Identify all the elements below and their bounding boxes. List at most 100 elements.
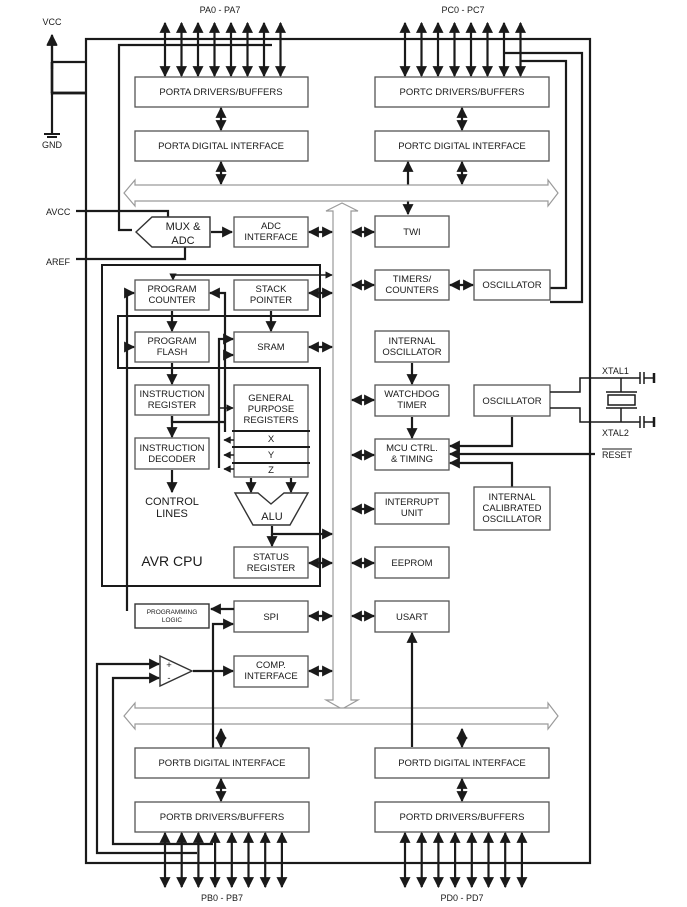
xtal-oscillator-block — [473, 384, 551, 417]
comparator-icon — [159, 654, 194, 688]
eeprom-label: EEPROM — [391, 558, 432, 569]
programming-logic-label-1: PROGRAMMING — [147, 609, 198, 616]
status-register-label-2: REGISTER — [247, 563, 296, 574]
gpr-label-3: REGISTERS — [244, 415, 299, 426]
comp-interface-label-2: INTERFACE — [244, 671, 297, 682]
gnd-label: GND — [42, 140, 63, 150]
ico-label-1: INTERNAL — [489, 492, 536, 503]
xtal-oscillator-label: OSCILLATOR — [482, 396, 541, 407]
bus-to-pc-wire — [169, 273, 320, 281]
xtal1-capacitor-icon — [639, 372, 656, 384]
internal-calibrated-oscillator-block — [473, 486, 551, 531]
interrupt-unit-block — [374, 492, 450, 525]
portc-drivers-label: PORTC DRIVERS/BUFFERS — [400, 87, 525, 98]
timers-counters-label-2: COUNTERS — [385, 285, 438, 296]
prog-logic-to-pc-wire — [124, 287, 136, 611]
mux-adc-label-1: MUX & — [166, 221, 202, 233]
crystal-icon — [550, 377, 640, 423]
watchdog-timer-label-1: WATCHDOG — [384, 389, 439, 400]
timers-counters-label-1: TIMERS/ — [393, 274, 432, 285]
mux-adc-block — [134, 216, 211, 248]
portb-drivers-block — [134, 801, 310, 833]
portc-digital-label: PORTC DIGITAL INTERFACE — [398, 141, 526, 152]
portb-drivers-label: PORTB DRIVERS/BUFFERS — [160, 812, 284, 823]
ico-label-2: CALIBRATED — [483, 503, 542, 514]
instruction-decoder-label-2: DECODER — [148, 454, 196, 465]
bottom-data-bus — [123, 701, 559, 731]
aref-wire — [76, 247, 187, 261]
interrupt-unit-label-1: INTERRUPT — [385, 497, 440, 508]
program-counter-label-2: COUNTER — [149, 295, 196, 306]
avr-cpu-label: AVR CPU — [141, 553, 202, 569]
ir-output-wire — [170, 416, 225, 424]
stack-pointer-label-1: STACK — [256, 284, 288, 295]
porta-drivers-label: PORTA DRIVERS/BUFFERS — [159, 87, 282, 98]
twi-label: TWI — [403, 227, 420, 238]
adc-interface-label-1: ADC — [261, 221, 281, 232]
porta-pins-label: PA0 - PA7 — [200, 5, 241, 15]
internal-oscillator-label-2: OSCILLATOR — [382, 347, 441, 358]
aref-label: AREF — [46, 257, 71, 267]
instruction-register-label-1: INSTRUCTION — [140, 389, 205, 400]
control-lines-label-1: CONTROL — [145, 496, 199, 508]
chip-boundary — [84, 37, 592, 865]
instruction-register-block — [134, 384, 210, 416]
status-register-label-1: STATUS — [253, 552, 289, 563]
sram-label: SRAM — [257, 342, 285, 353]
timers-counters-block — [374, 269, 450, 301]
portb-pin-arrows — [159, 831, 288, 889]
programming-logic-label-2: LOGIC — [162, 617, 183, 624]
ico-label-3: OSCILLATOR — [482, 514, 541, 525]
gpr-label-2: PURPOSE — [248, 404, 294, 415]
comp-interface-block — [233, 655, 309, 688]
alu-label: ALU — [261, 511, 282, 523]
internal-oscillator-label-1: INTERNAL — [389, 336, 436, 347]
program-counter-block — [134, 279, 210, 311]
watchdog-timer-label-2: TIMER — [397, 400, 427, 411]
watchdog-timer-block — [374, 384, 450, 417]
xtal2-capacitor-icon — [639, 416, 656, 428]
portb-digital-label: PORTB DIGITAL INTERFACE — [158, 758, 285, 769]
portc-digital-block — [374, 130, 550, 162]
program-flash-block — [134, 331, 210, 363]
usart-block — [374, 600, 450, 633]
avr-cpu-boundary — [101, 264, 321, 587]
reset-label: RESET — [602, 450, 633, 460]
portd-pin-arrows — [399, 831, 528, 889]
program-counter-label-1: PROGRAM — [147, 284, 196, 295]
interrupt-unit-label-2: UNIT — [401, 508, 423, 519]
portc-drivers-block — [374, 76, 550, 108]
comparator-plus-label: + — [166, 660, 172, 671]
program-flash-label-1: PROGRAM — [147, 336, 196, 347]
reg-x-label: X — [268, 434, 275, 445]
instruction-decoder-block — [134, 437, 210, 470]
power-connections — [46, 33, 86, 95]
avcc-label: AVCC — [46, 207, 71, 217]
timer-oscillator-block — [473, 269, 551, 301]
portd-digital-label: PORTD DIGITAL INTERFACE — [398, 758, 526, 769]
gnd-symbol-icon — [44, 91, 86, 138]
portd-pins-label: PD0 - PD7 — [440, 893, 483, 903]
avcc-wire — [76, 209, 170, 218]
portb-digital-block — [134, 747, 310, 779]
ain0-wire — [95, 658, 197, 855]
timer-oscillator-label: OSCILLATOR — [482, 280, 541, 291]
z-to-sram-wire — [217, 333, 235, 468]
internal-oscillator-block — [374, 330, 450, 363]
portc-osc-wire-2 — [520, 59, 568, 290]
spi-block — [233, 600, 309, 633]
xtal1-label: XTAL1 — [602, 366, 629, 376]
alu-to-bus-arrow — [270, 526, 334, 540]
alu-block — [233, 492, 310, 526]
control-lines-label-2: LINES — [156, 508, 188, 520]
mcu-ctrl-label-2: & TIMING — [391, 454, 433, 465]
calosc-to-mcu-wire — [448, 457, 514, 487]
instruction-decoder-label-1: INSTRUCTION — [140, 443, 205, 454]
top-data-bus — [123, 178, 559, 208]
xtal2-label: XTAL2 — [602, 428, 629, 438]
status-register-block — [233, 546, 309, 579]
comp-interface-label-1: COMP. — [256, 660, 286, 671]
portb-to-spi-wire — [211, 618, 235, 752]
usart-label: USART — [396, 612, 428, 623]
